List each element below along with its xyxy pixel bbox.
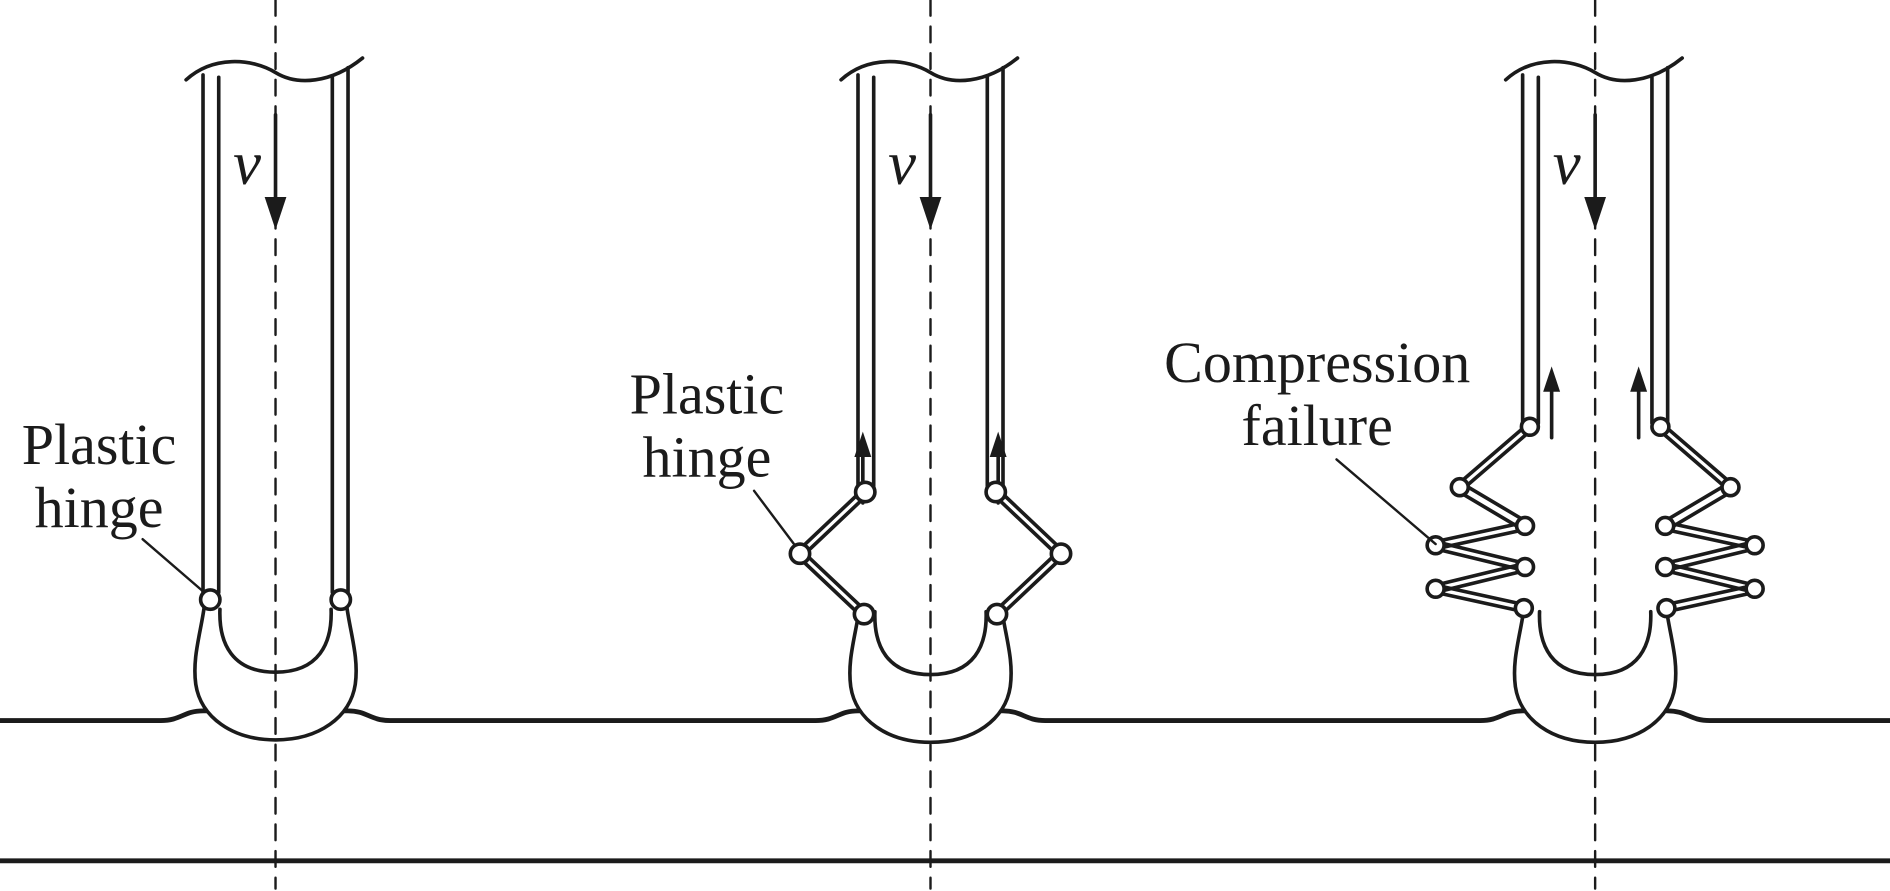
- plastic-hinge-marker: [788, 542, 812, 566]
- plastic-hinge-marker: [1744, 534, 1765, 556]
- annotation-text: Plastic: [630, 361, 785, 426]
- leader-line: [752, 489, 796, 546]
- plastic-hinge-marker: [1449, 476, 1471, 498]
- plastic-hinge-marker: [852, 602, 876, 626]
- annotation-text: hinge: [643, 424, 772, 489]
- stage-2: [788, 56, 1073, 626]
- plastic-hinge-marker: [853, 480, 877, 504]
- velocity-label: v: [233, 128, 261, 198]
- fold-strut-line: [997, 554, 1066, 619]
- fold-strut-line: [1460, 481, 1530, 525]
- fold-strut-line: [992, 549, 1061, 614]
- fold-strut-line: [1661, 481, 1730, 525]
- annotation-text: Compression: [1164, 330, 1470, 395]
- velocity-arrowhead-icon: [1584, 197, 1607, 230]
- uplift-arrow: [1543, 366, 1561, 440]
- plastic-hinge-marker: [329, 588, 353, 612]
- plastic-hinge-marker: [1654, 556, 1676, 578]
- fold-strut-line: [1663, 539, 1757, 566]
- fold-strut-line: [1664, 590, 1757, 614]
- uplift-arrowhead-icon: [1543, 366, 1561, 392]
- plastic-hinge-marker: [1656, 597, 1677, 619]
- plastic-hinge-marker: [1425, 578, 1446, 600]
- fold-strut-line: [1663, 520, 1757, 544]
- fold-strut-line: [1663, 561, 1757, 587]
- fold-strut-line: [1433, 561, 1527, 587]
- fold-strut-line: [1656, 427, 1730, 492]
- stage-3: [1425, 56, 1765, 619]
- velocity-arrowhead-icon: [264, 197, 287, 230]
- plastic-hinge-marker: [1519, 416, 1541, 438]
- velocity-label: v: [888, 128, 916, 198]
- fold-strut-line: [996, 487, 1066, 554]
- fold-strut-line: [795, 487, 865, 554]
- uplift-arrowhead-icon: [1630, 366, 1648, 392]
- annotation-text: hinge: [35, 475, 164, 540]
- uplift-arrowhead-icon: [989, 431, 1007, 457]
- fold-strut-line: [800, 549, 869, 614]
- velocity-label: v: [1553, 128, 1581, 198]
- plastic-hinge-marker: [984, 480, 1008, 504]
- uplift-arrowhead-icon: [854, 431, 872, 457]
- fold-strut-line: [1661, 422, 1735, 487]
- leader-line: [141, 537, 206, 594]
- plastic-hinge-marker: [1650, 416, 1671, 438]
- velocity-arrow: [264, 113, 287, 230]
- velocity-arrowhead-icon: [919, 197, 942, 230]
- fold-strut-line: [1664, 583, 1757, 607]
- fold-strut-line: [1433, 590, 1526, 614]
- fold-strut-line: [1455, 422, 1530, 487]
- tube-break-line: [1503, 56, 1684, 83]
- compression-failure-annotation: Compression failure: [1164, 330, 1470, 546]
- plastic-hinge-annotation-2: Plastic hinge: [630, 361, 796, 546]
- plastic-hinge-marker: [198, 588, 222, 612]
- fold-strut-line: [1433, 520, 1527, 544]
- velocity-arrow: [919, 113, 942, 230]
- fold-strut-line: [1460, 427, 1535, 492]
- annotation-text: failure: [1242, 393, 1393, 458]
- plastic-hinge-marker: [1049, 542, 1073, 566]
- fold-strut-line: [1665, 489, 1735, 532]
- annotations: Plastic hinge Plastic hinge Compression …: [22, 128, 1581, 594]
- plastic-hinge-marker: [1720, 476, 1741, 498]
- fold-strut-line: [795, 554, 864, 619]
- stage-1: [184, 56, 365, 612]
- velocity-arrow: [1584, 113, 1607, 230]
- plastic-hinge-marker: [1744, 578, 1765, 600]
- plastic-hinge-marker: [1654, 515, 1676, 537]
- plastic-hinge-marker: [1514, 515, 1536, 537]
- plastic-hinge-marker: [1514, 556, 1536, 578]
- fold-strut-line: [1455, 489, 1525, 532]
- fold-strut-line: [1433, 539, 1527, 566]
- plastic-hinge-marker: [985, 602, 1009, 626]
- fold-strut-line: [1433, 583, 1526, 607]
- fold-strut-line: [991, 492, 1061, 558]
- uplift-arrow: [1630, 366, 1648, 440]
- leader-line: [1335, 458, 1437, 546]
- plastic-hinge-annotation-1: Plastic hinge: [22, 412, 206, 594]
- fold-strut-line: [800, 492, 870, 558]
- plastic-hinge-marker: [1513, 597, 1535, 619]
- annotation-text: Plastic: [22, 412, 177, 477]
